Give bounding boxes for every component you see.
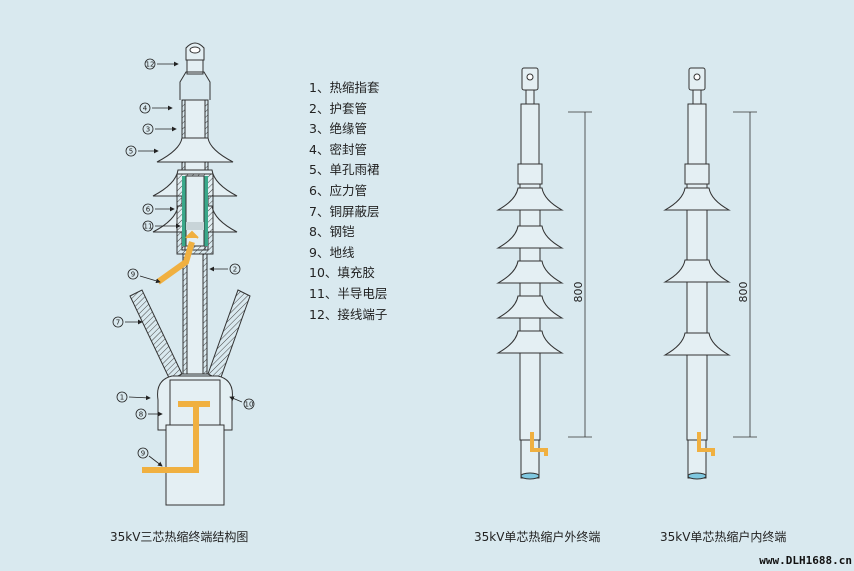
- ground-wire: [697, 432, 715, 456]
- legend-item: 10、填充胶: [309, 265, 375, 281]
- caption-three-core: 35kV三芯热缩终端结构图: [110, 530, 249, 544]
- parts-legend: 1、热缩指套 2、护套管 3、绝缘管 4、密封管 5、单孔雨裙 6、应力管 7、…: [309, 78, 387, 325]
- callout-8: 8: [135, 408, 163, 420]
- legend-item: 2、护套管: [309, 100, 367, 116]
- conductor: [525, 89, 535, 105]
- three-core-termination-drawing: [129, 42, 251, 506]
- legend-item: 11、半导电层: [309, 285, 388, 301]
- indoor-dimension: 800: [733, 111, 757, 438]
- caption-indoor: 35kV单芯热缩户内终端: [660, 530, 787, 544]
- stress-tube: [517, 163, 543, 185]
- legend-item: 3、绝缘管: [309, 121, 367, 137]
- rain-shed: [663, 259, 731, 283]
- svg-text:12: 12: [146, 61, 155, 69]
- callout-6: 6: [142, 203, 175, 215]
- svg-text:2: 2: [233, 266, 237, 274]
- rain-shed: [496, 295, 564, 319]
- svg-text:800: 800: [737, 282, 750, 303]
- callout-9-upper: 9: [127, 268, 161, 284]
- outdoor-termination-drawing: [496, 67, 564, 480]
- svg-text:9: 9: [141, 450, 145, 458]
- insulation-tube: [686, 183, 708, 441]
- rain-shed: [663, 332, 731, 356]
- lug-hole: [526, 73, 534, 81]
- lug-hole: [693, 73, 701, 81]
- cable-end: [520, 472, 540, 480]
- callout-11: 11: [142, 220, 181, 232]
- svg-text:11: 11: [144, 223, 153, 231]
- svg-text:9: 9: [131, 271, 135, 279]
- legend-item: 1、热缩指套: [309, 80, 380, 95]
- rain-shed: [496, 260, 564, 284]
- svg-text:10: 10: [245, 401, 254, 409]
- svg-text:8: 8: [139, 411, 143, 419]
- rain-shed: [496, 330, 564, 354]
- watermark: www.DLH1688.cn: [759, 554, 852, 567]
- callout-5: 5: [125, 145, 159, 157]
- seal-tube: [687, 103, 707, 165]
- callout-12: 12: [144, 58, 179, 70]
- legend-item: 12、接线端子: [309, 306, 388, 322]
- svg-text:1: 1: [120, 394, 124, 402]
- outdoor-dimension: 800: [568, 111, 592, 438]
- conductor: [692, 89, 702, 105]
- svg-text:5: 5: [129, 148, 133, 156]
- seal-tube: [520, 103, 540, 165]
- legend-item: 8、钢铠: [309, 224, 355, 240]
- callout-10: 10: [229, 396, 255, 410]
- svg-text:4: 4: [143, 105, 148, 113]
- callout-2: 2: [209, 263, 241, 275]
- caption-outdoor: 35kV单芯热缩户外终端: [474, 530, 601, 544]
- svg-text:800: 800: [572, 282, 585, 303]
- legend-item: 4、密封管: [309, 141, 367, 157]
- indoor-termination-drawing: [663, 67, 731, 480]
- rain-shed: [496, 187, 564, 211]
- stress-tube: [684, 163, 710, 185]
- legend-item: 9、地线: [309, 244, 355, 260]
- legend-item: 6、应力管: [309, 182, 367, 198]
- cable-end: [687, 472, 707, 480]
- ground-wire: [530, 432, 548, 456]
- callout-7: 7: [112, 316, 143, 328]
- legend-item: 5、单孔雨裙: [309, 162, 380, 178]
- legend-item: 7、铜屏蔽层: [309, 203, 380, 219]
- callout-3: 3: [142, 123, 177, 135]
- rain-shed: [496, 225, 564, 249]
- callout-4: 4: [139, 102, 173, 114]
- callout-9-lower: 9: [137, 447, 163, 467]
- svg-text:3: 3: [146, 126, 150, 134]
- callout-1: 1: [116, 391, 151, 403]
- rain-shed: [663, 187, 731, 211]
- svg-text:7: 7: [116, 319, 120, 327]
- callouts: 12 4 3 5 6 11 9 2 7 1 8 10 9: [112, 58, 255, 467]
- svg-text:6: 6: [146, 206, 151, 214]
